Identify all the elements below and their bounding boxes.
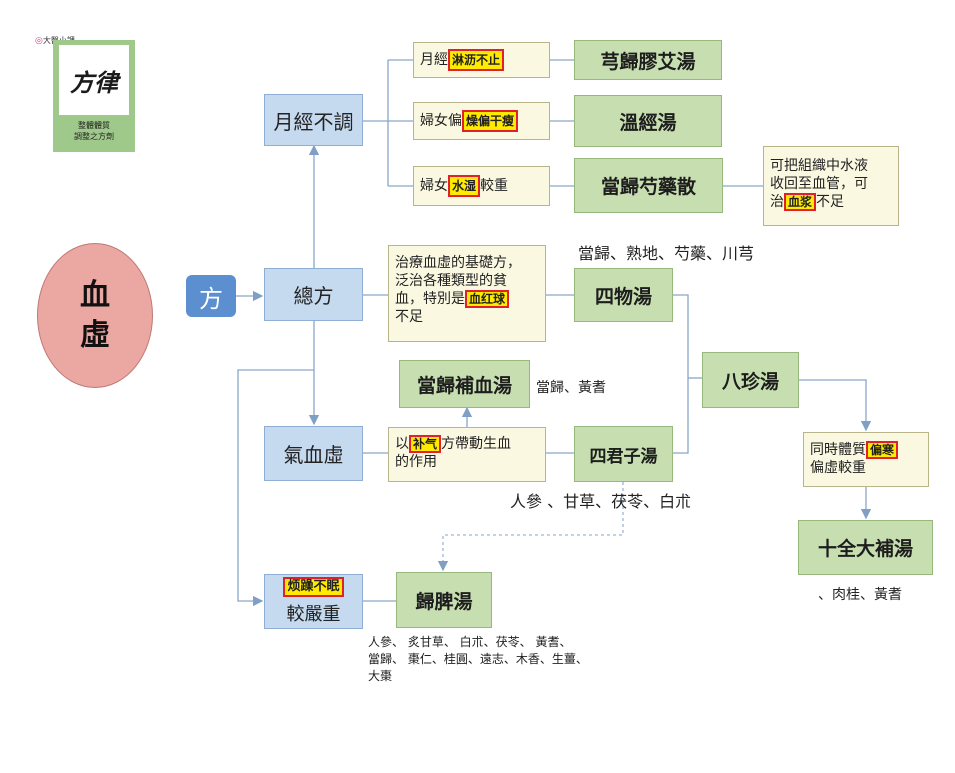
ingredients-siwu: 當歸、熟地、芍藥、川芎 xyxy=(578,244,755,263)
logo-calligraphy: 方律 xyxy=(70,67,118,97)
highlight-pianhan: 偏寒 xyxy=(866,441,899,459)
logo-caption: 整體體質 調整之方劑 xyxy=(74,121,114,141)
formula-shiquan-dabu: 十全大補湯 xyxy=(798,520,933,575)
formula-siwu: 四物湯 xyxy=(574,268,673,322)
highlight-fanzao: 烦躁不眠 xyxy=(283,577,344,597)
note-shiquan: 同時體質偏寒 偏虛較重 xyxy=(803,432,929,487)
highlight-zaopian: 燥偏干瘦 xyxy=(462,110,519,132)
note-sijunzi: 以补气方帶動生血 的作用 xyxy=(388,427,546,482)
ingredients-buxue: 當歸、黃耆 xyxy=(536,380,606,396)
formula-sijunzi: 四君子湯 xyxy=(574,426,673,482)
logo-panel: 方律 整體體質 調整之方劑 xyxy=(53,40,135,152)
category-jiaoyan-label: 較嚴重 xyxy=(286,604,341,625)
logo-calligraphy-box: 方律 xyxy=(59,45,129,115)
category-zongfang: 總方 xyxy=(264,268,363,321)
highlight-buqi: 补气 xyxy=(409,435,442,453)
note-siwu: 治療血虛的基礎方， 泛治各種類型的貧 血，特別是血红球 不足 xyxy=(388,245,546,342)
note-yuejing-2: 婦女偏燥偏干瘦 xyxy=(413,102,550,140)
formula-xiongguijiaoai: 芎歸膠艾湯 xyxy=(574,40,722,80)
highlight-linli: 淋沥不止 xyxy=(448,49,505,71)
category-yuejing: 月經不調 xyxy=(264,94,363,146)
ingredients-sijunzi: 人參 、甘草、茯苓、白朮 xyxy=(510,492,692,511)
highlight-xuehongqiu: 血红球 xyxy=(465,290,510,308)
root-blood-deficiency: 血 虛 xyxy=(37,243,153,388)
formula-danggui-buxue: 當歸補血湯 xyxy=(399,360,530,408)
highlight-xuejiang: 血浆 xyxy=(784,193,817,211)
arrow-to-jiaoyan xyxy=(237,369,314,607)
note-yuejing-1: 月經淋沥不止 xyxy=(413,42,550,78)
formula-wenjing: 溫經湯 xyxy=(574,95,722,147)
arrow-f7-n7 xyxy=(799,379,872,432)
note-danggui-shaoyao: 可把組織中水液 收回至血管，可 治血浆不足 xyxy=(763,146,899,226)
category-qixue: 氣血虛 xyxy=(264,426,363,481)
formula-guipi: 歸脾湯 xyxy=(396,572,492,628)
formula-bazhen: 八珍湯 xyxy=(702,352,799,408)
line-f4-f6-bracket xyxy=(673,294,689,454)
logo-mark-icon: ◎ xyxy=(35,36,43,46)
ingredients-shiquan: 、肉桂、黃耆 xyxy=(818,587,902,603)
highlight-shuishi: 水湿 xyxy=(448,175,481,197)
arrow-f6-f9-dotted xyxy=(437,482,624,572)
formula-dangguishaoyao: 當歸芍藥散 xyxy=(574,158,723,213)
note-yuejing-3: 婦女水湿較重 xyxy=(413,166,550,206)
ingredients-guipi: 人參、 炙甘草、 白朮、茯苓、 黃耆、 當歸、 棗仁、桂圓、遠志、木香、生薑、 … xyxy=(368,635,588,683)
category-jiaoyan: 烦躁不眠 較嚴重 xyxy=(264,574,363,629)
fang-label: 方 xyxy=(186,275,236,317)
